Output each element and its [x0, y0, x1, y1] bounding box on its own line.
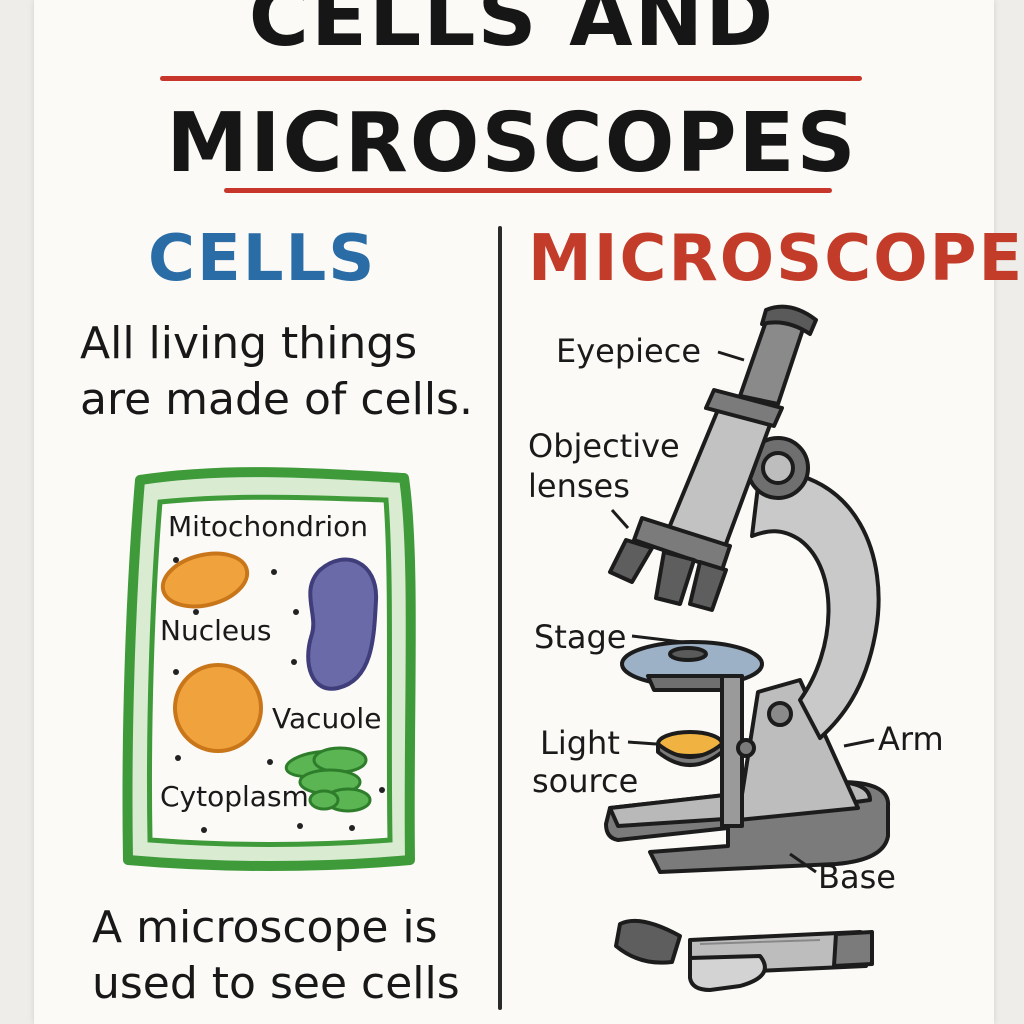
microscope-side-view-illustration	[614, 918, 874, 992]
mitochondrion-shape	[160, 551, 250, 609]
cytoplasm-dots	[173, 557, 385, 833]
label-objective-lenses: Objective lenses	[528, 426, 680, 506]
label-base: Base	[818, 858, 896, 896]
title-underline-2	[224, 188, 832, 193]
label-light-source: Light source	[532, 724, 638, 800]
cells-outro-line-2: used to see cells	[92, 958, 460, 1009]
nucleus-shape	[173, 663, 263, 753]
label-vacuole: Vacuole	[272, 702, 382, 735]
label-eyepiece: Eyepiece	[556, 332, 702, 370]
cells-intro-line-2: are made of cells.	[80, 374, 473, 425]
label-light-line-1: Light	[540, 724, 620, 762]
poster-title-line-1: CELLS AND	[248, 0, 776, 65]
plant-cell-illustration	[122, 467, 416, 871]
label-stage: Stage	[534, 618, 627, 656]
cells-heading: CELLS	[148, 222, 377, 296]
microscope-arm-shape	[750, 468, 881, 740]
microscope-illustration	[604, 304, 891, 874]
label-cytoplasm: Cytoplasm	[160, 780, 309, 813]
label-light-line-2: source	[532, 762, 639, 800]
label-objective-line-1: Objective	[528, 427, 680, 465]
microscopes-heading: MICROSCOPES	[528, 222, 1024, 296]
label-objective-line-2: lenses	[528, 467, 630, 505]
label-nucleus: Nucleus	[160, 614, 272, 647]
label-mitochondrion: Mitochondrion	[168, 510, 369, 543]
cells-intro-line-1: All living things	[80, 318, 418, 369]
chloroplast-shape	[284, 746, 372, 813]
vacuole-shape	[306, 557, 379, 691]
column-divider	[498, 226, 502, 1010]
poster-title-line-2: MICROSCOPES	[166, 96, 858, 191]
cells-intro-text: All living things are made of cells.	[80, 316, 500, 428]
cells-outro-line-1: A microscope is	[92, 902, 438, 953]
label-arm: Arm	[878, 720, 944, 758]
title-underline-1	[160, 76, 862, 81]
cells-outro-text: A microscope is used to see cells	[92, 900, 492, 1012]
